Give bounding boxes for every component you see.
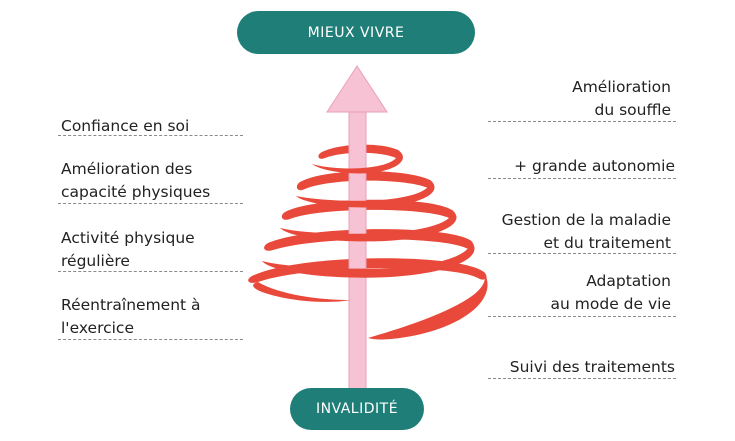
label-line: Réentraînement à xyxy=(61,296,201,314)
left-rule-3 xyxy=(58,271,243,272)
label-line: Amélioration des xyxy=(61,160,193,178)
right-rule-1 xyxy=(488,121,676,122)
label-line: au mode de vie xyxy=(550,295,671,313)
label-line: régulière xyxy=(61,252,130,270)
right-label-suivi: Suivi des traitements xyxy=(510,356,675,379)
right-rule-2 xyxy=(488,178,676,179)
arrow-head xyxy=(326,65,388,113)
spiral-loop-3-front xyxy=(280,210,457,242)
label-line: et du traitement xyxy=(543,234,671,252)
right-rule-4 xyxy=(488,316,676,317)
right-label-gestion: Gestion de la maladie et du traitement xyxy=(502,209,671,255)
label-line: du souffle xyxy=(594,101,672,119)
right-rule-3 xyxy=(488,253,676,254)
mieux-vivre-label: MIEUX VIVRE xyxy=(307,24,405,41)
label-line: Activité physique xyxy=(61,229,195,247)
left-label-confiance: Confiance en soi xyxy=(61,115,189,138)
left-rule-2 xyxy=(58,203,243,204)
label-line: Adaptation xyxy=(586,272,671,290)
label-line: l'exercice xyxy=(61,319,134,337)
spiral-loop-2-back xyxy=(296,171,434,191)
label-line: capacité physiques xyxy=(61,183,211,201)
spiral-tail xyxy=(253,282,350,302)
arrow-shaft xyxy=(348,107,367,391)
left-rule-1 xyxy=(58,135,243,136)
left-label-activite: Activité physique régulière xyxy=(61,227,195,273)
left-rule-4 xyxy=(58,339,243,340)
right-rule-5 xyxy=(488,378,676,379)
spiral-loop-1-front xyxy=(312,150,403,174)
label-line: Amélioration xyxy=(572,78,671,96)
label-line: Gestion de la maladie xyxy=(501,211,671,229)
spiral-front-loops xyxy=(253,150,488,340)
left-label-capacites: Amélioration des capacité physiques xyxy=(61,158,210,204)
right-label-autonomie: + grande autonomie xyxy=(514,155,675,178)
left-label-reentrainement: Réentraînement à l'exercice xyxy=(61,294,201,340)
label-line: + grande autonomie xyxy=(514,157,675,175)
label-line: Suivi des traitements xyxy=(509,358,675,376)
invalidite-label: INVALIDITÉ xyxy=(315,401,399,417)
arrow xyxy=(326,65,388,391)
right-label-adaptation: Adaptation au mode de vie xyxy=(551,270,671,316)
invalidite-pill: INVALIDITÉ xyxy=(290,388,424,430)
label-line: Confiance en soi xyxy=(61,117,190,135)
spiral-loop-4-front xyxy=(262,240,475,278)
mieux-vivre-pill: MIEUX VIVRE xyxy=(237,11,475,54)
spiral-loop-2-front xyxy=(296,180,435,208)
right-label-souffle: Amélioration du souffle xyxy=(572,76,671,122)
spiral-loop-5-front xyxy=(368,272,488,340)
